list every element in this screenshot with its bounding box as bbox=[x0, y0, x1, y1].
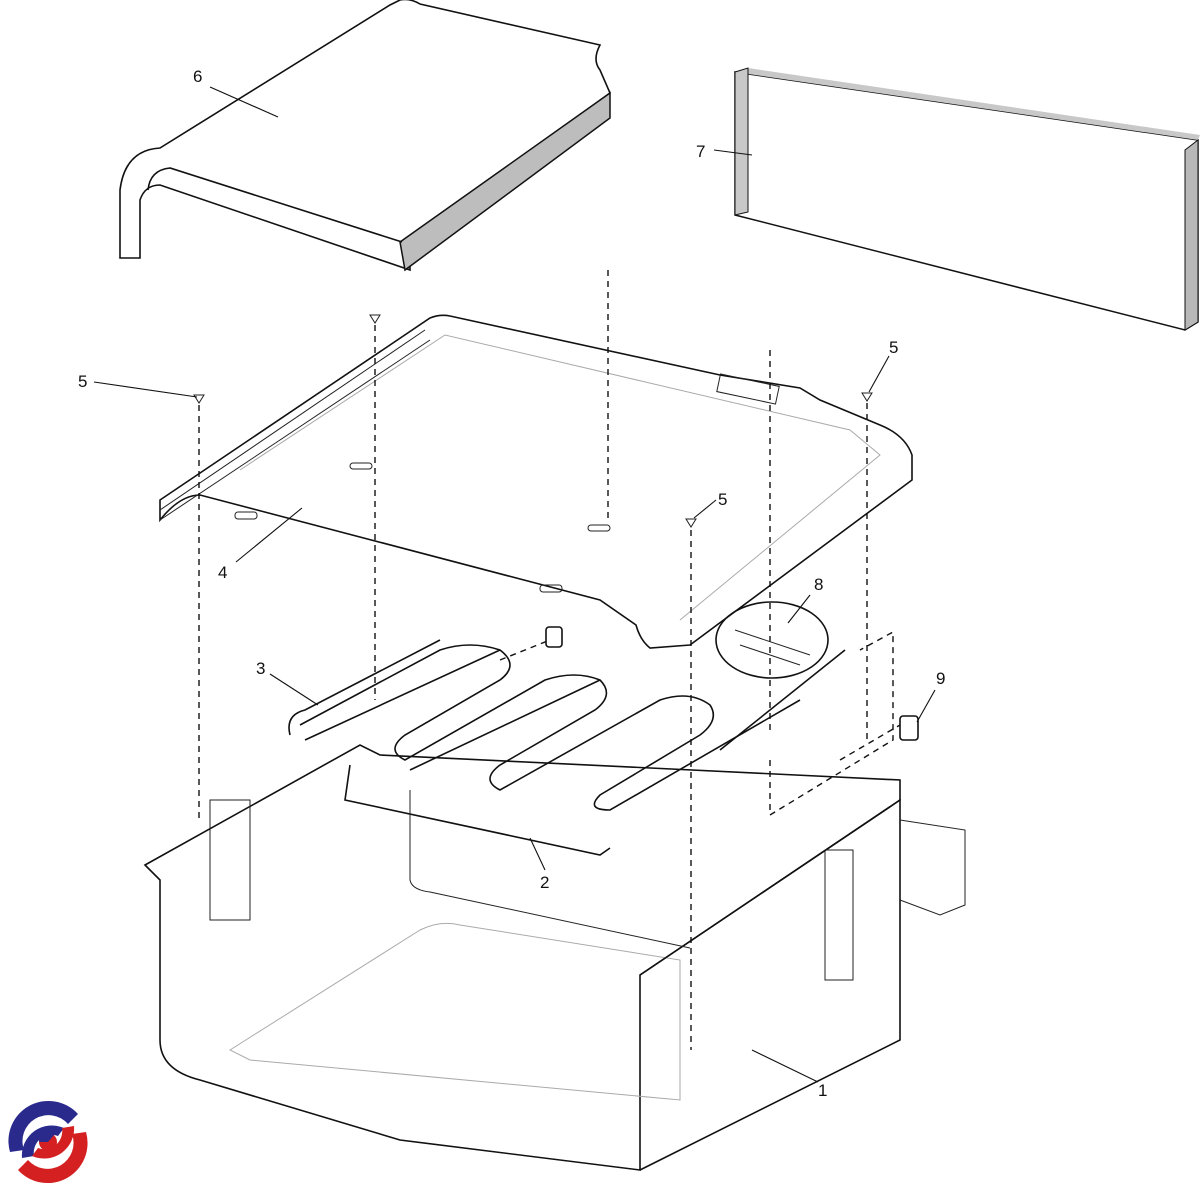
part-6-insulation-wrap bbox=[119, 0, 611, 272]
part-2-support-bracket bbox=[344, 764, 611, 856]
callout-1: 1 bbox=[818, 1081, 827, 1100]
part-8-sensor-detail bbox=[715, 601, 846, 751]
brand-logo bbox=[8, 1100, 88, 1184]
callout-5a: 5 bbox=[78, 372, 87, 391]
screw-icon bbox=[193, 394, 205, 404]
part-1-oven-cavity bbox=[143, 744, 966, 1171]
screw-icon bbox=[861, 392, 873, 402]
part-7-insulation-block bbox=[734, 67, 1200, 331]
callout-2: 2 bbox=[540, 873, 549, 892]
callout-5c: 5 bbox=[718, 490, 727, 509]
callout-3: 3 bbox=[256, 659, 265, 678]
assembly-guide-lines bbox=[198, 270, 901, 1050]
screw-icons bbox=[193, 314, 873, 528]
callout-5b: 5 bbox=[889, 338, 898, 357]
callout-labels: 6 7 5 5 5 4 3 2 8 9 1 bbox=[78, 67, 945, 1100]
callout-7: 7 bbox=[696, 142, 705, 161]
screw-icon bbox=[369, 314, 381, 324]
callout-6: 6 bbox=[193, 67, 202, 86]
callout-4: 4 bbox=[218, 563, 227, 582]
callout-9: 9 bbox=[936, 669, 945, 688]
part-4-top-cover bbox=[159, 314, 913, 649]
leader-lines bbox=[93, 86, 936, 1083]
part-9-clip bbox=[545, 626, 919, 741]
screw-icon bbox=[685, 518, 697, 528]
callout-8: 8 bbox=[814, 575, 823, 594]
part-3-grill-element bbox=[288, 639, 801, 811]
